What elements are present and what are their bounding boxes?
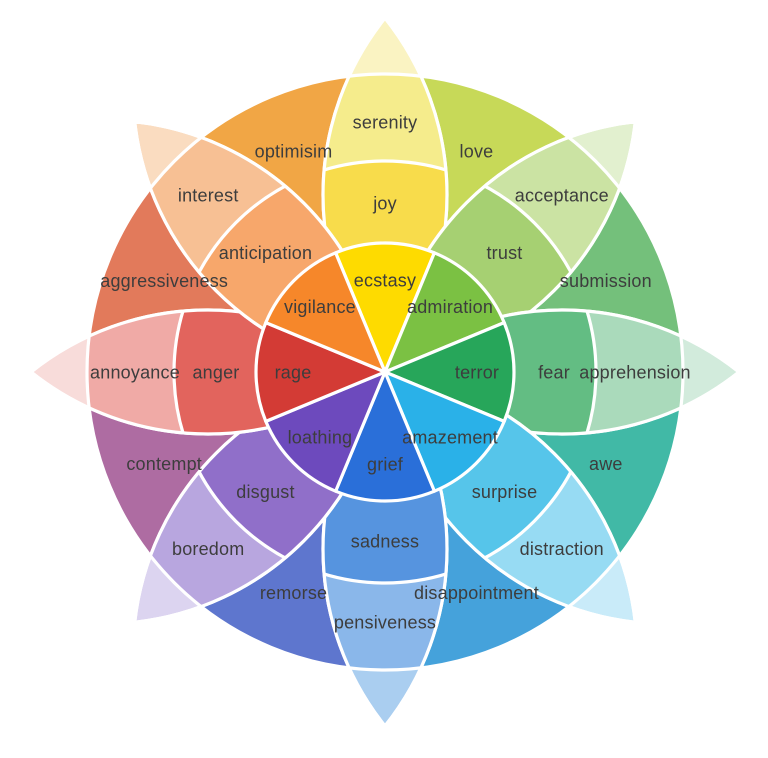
- label-loathing: loathing: [288, 427, 353, 447]
- label-anticipation: anticipation: [219, 243, 312, 263]
- label-anger: anger: [192, 362, 239, 382]
- label-optimisim: optimisim: [255, 141, 333, 161]
- label-awe: awe: [589, 454, 623, 474]
- petal-core-trust: [383, 251, 506, 374]
- petal-core-joy: [334, 241, 436, 374]
- label-pensiveness: pensiveness: [334, 612, 436, 632]
- label-distraction: distraction: [520, 539, 604, 559]
- petal-core-disgust: [264, 370, 387, 493]
- label-contempt: contempt: [126, 454, 202, 474]
- label-acceptance: acceptance: [515, 186, 609, 206]
- label-ecstasy: ecstasy: [354, 270, 416, 290]
- label-joy: joy: [372, 193, 397, 213]
- label-sadness: sadness: [351, 531, 419, 551]
- label-vigilance: vigilance: [284, 297, 356, 317]
- label-disgust: disgust: [236, 482, 294, 502]
- label-serenity: serenity: [353, 112, 418, 132]
- label-boredom: boredom: [172, 539, 244, 559]
- label-grief: grief: [367, 454, 404, 474]
- label-submission: submission: [560, 271, 652, 291]
- label-terror: terror: [455, 362, 499, 382]
- label-aggressiveness: aggressiveness: [100, 271, 228, 291]
- petal-core-anticipation: [264, 251, 387, 374]
- label-remorse: remorse: [260, 583, 327, 603]
- petal-core-anger: [254, 321, 387, 423]
- label-interest: interest: [178, 186, 239, 206]
- label-admiration: admiration: [407, 297, 493, 317]
- label-love: love: [460, 141, 494, 161]
- label-annoyance: annoyance: [90, 362, 180, 382]
- label-surprise: surprise: [472, 482, 538, 502]
- petal-core-fear: [383, 321, 516, 423]
- label-disappointment: disappointment: [414, 583, 539, 603]
- petal-core-surprise: [383, 370, 506, 493]
- label-rage: rage: [275, 362, 312, 382]
- label-fear: fear: [538, 362, 570, 382]
- label-apprehension: apprehension: [579, 362, 691, 382]
- label-trust: trust: [486, 243, 522, 263]
- petal-core-sadness: [334, 370, 436, 503]
- label-amazement: amazement: [402, 427, 498, 447]
